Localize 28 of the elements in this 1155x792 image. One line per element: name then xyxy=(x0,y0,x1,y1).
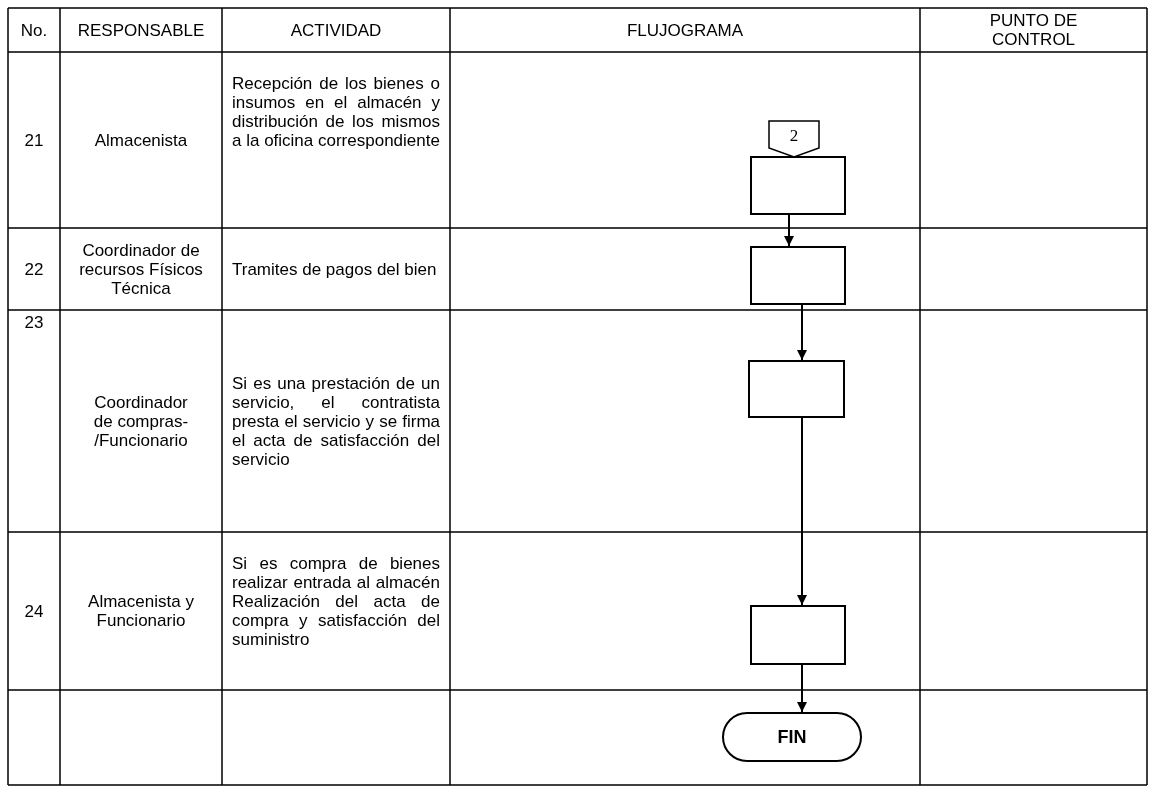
process-box xyxy=(750,246,846,305)
connector-number: 2 xyxy=(789,126,799,146)
activity-text: Si es una prestación de un servicio, el contratista presta el servicio y se firma el acta de satisfacción del servicio xyxy=(232,373,440,469)
end-label: FIN xyxy=(777,726,807,748)
row-number: 21 xyxy=(24,130,44,150)
arrow xyxy=(797,417,807,606)
arrow xyxy=(797,664,807,713)
process-box xyxy=(750,605,846,665)
column-header: ACTIVIDAD xyxy=(290,20,382,40)
role-text: Coordinador de compras- /Funcionario xyxy=(92,392,190,450)
column-header: FLUJOGRAMA xyxy=(626,20,744,40)
row-number: 24 xyxy=(24,601,44,621)
row-number: 22 xyxy=(24,259,44,279)
column-header: PUNTO DE CONTROL xyxy=(988,11,1079,49)
role-text: Almacenista y Funcionario xyxy=(87,592,195,630)
role-text: Coordinador de recursos Físicos Técnica xyxy=(78,240,204,298)
column-header: No. xyxy=(20,20,48,40)
activity-text: Tramites de pagos del bien xyxy=(232,259,438,279)
role-text: Almacenista xyxy=(94,130,188,150)
activity-text: Recepción de los bienes o insumos en el almacén y distribución de los mismos a la oficina correspondiente xyxy=(232,74,440,150)
arrow xyxy=(797,304,807,361)
arrow xyxy=(784,214,794,247)
offpage-connector xyxy=(768,120,820,158)
row-number: 23 xyxy=(24,313,44,332)
activity-text: Si es compra de bienes realizar entrada al almacén Realización del acta de compra y satisfacción del suministro xyxy=(232,554,440,649)
terminal-shape xyxy=(722,712,862,762)
column-header: RESPONSABLE xyxy=(77,20,205,40)
process-box xyxy=(748,360,845,418)
